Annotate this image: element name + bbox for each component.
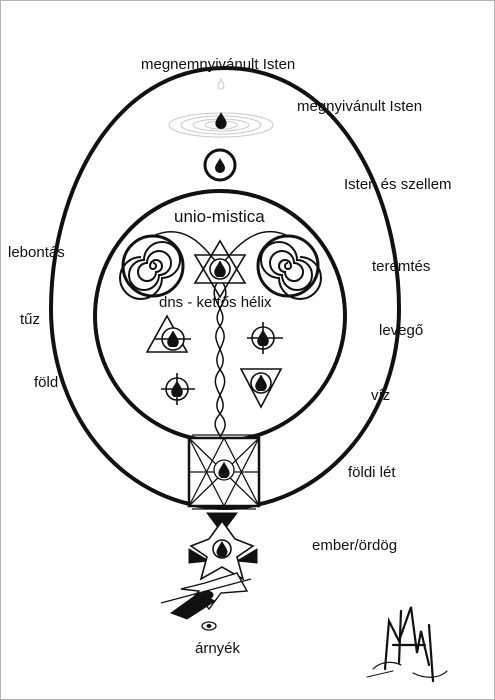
dna-helix-icon [213,282,227,447]
falling-drop-icon [217,77,225,90]
outer-egg [48,65,402,511]
label-human-devil: ember/ördög [312,537,398,554]
air-element-icon [247,322,283,354]
connecting-arcs [152,230,289,267]
inner-circle [93,189,347,443]
earthly-square-icon [187,434,261,510]
label-unio-mistica: unio-mistica [174,207,265,226]
label-dismantling: lebontás [8,244,65,261]
label-earth: föld [34,374,59,391]
left-spiral-icon [119,234,185,300]
drop-icon [215,112,227,129]
hexagram-icon [193,239,247,299]
label-unmanifested-god: megnemnyivánult Isten [141,56,296,73]
earth-element-icon [161,373,195,405]
spirit-circle-icon [203,148,237,182]
label-fire: tűz [20,311,41,328]
human-devil-star-icon [188,512,258,581]
label-god-and-spirit: Isten és szellem [344,176,452,193]
artist-monogram [366,606,448,683]
label-air: levegő [379,322,424,339]
shadow-star-icon [160,572,252,620]
label-manifested-god: megnyivánult Isten [297,98,423,115]
label-shadow: árnyék [195,640,241,657]
fire-element-icon [145,314,191,353]
label-dna: dns - kettős hélix [159,294,272,311]
water-element-icon [239,368,283,409]
shadow-eye-icon [201,621,217,631]
right-spiral-icon [256,234,322,300]
label-creation: teremtés [372,258,431,275]
label-earthly-being: földi lét [348,464,396,481]
label-water: víz [371,387,391,404]
